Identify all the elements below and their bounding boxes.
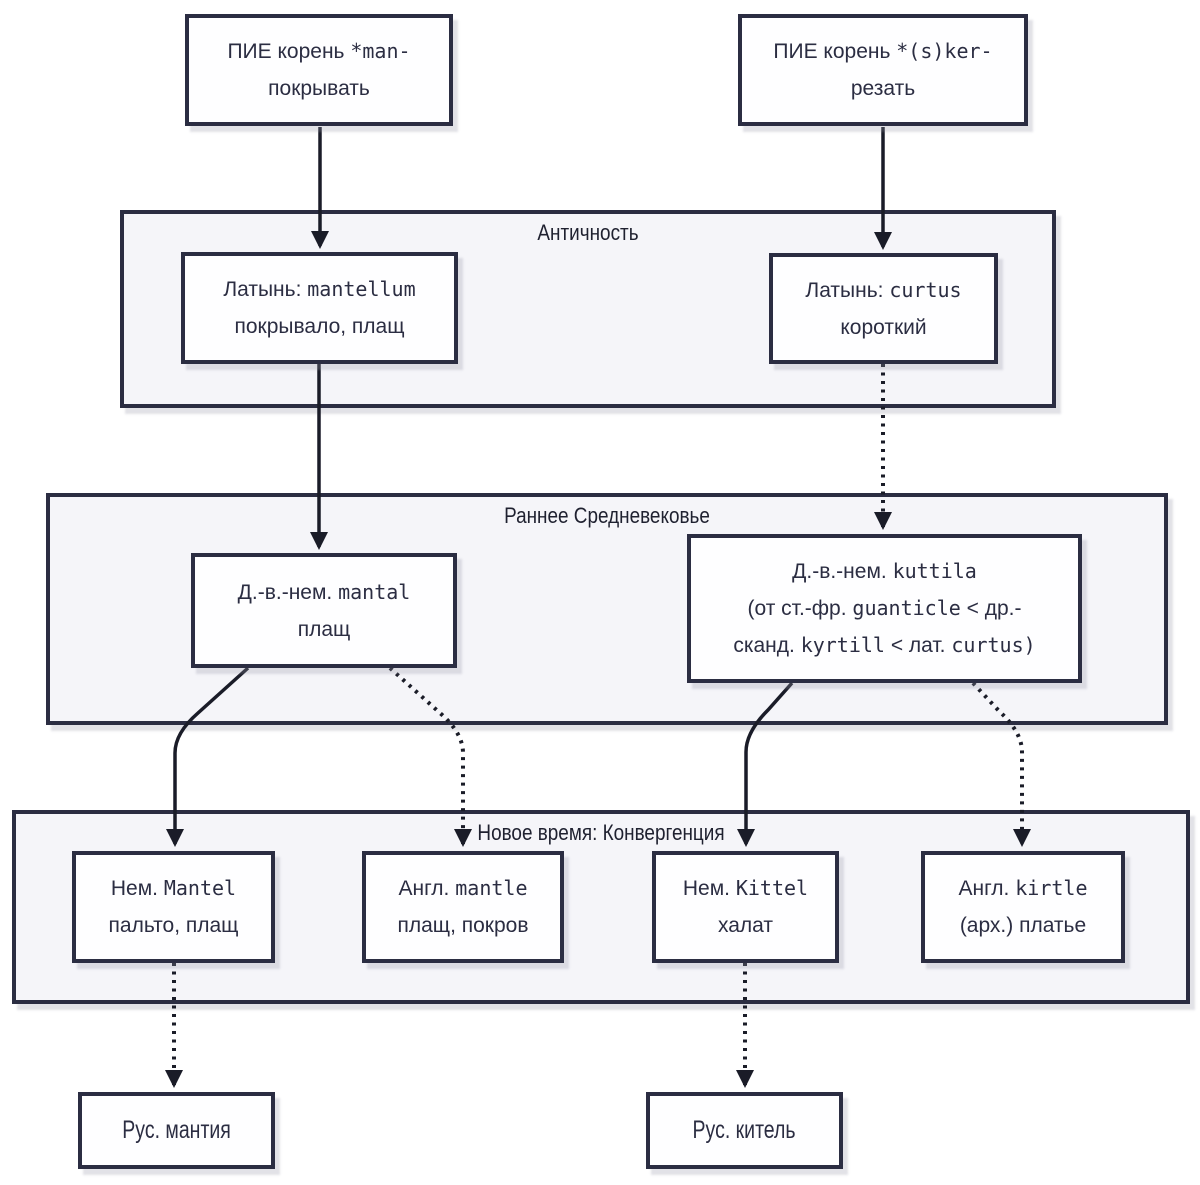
node-pie-man: ПИЕ корень *man- покрывать: [185, 14, 453, 126]
node-line: Нем. Mantel: [110, 876, 237, 900]
node-line: Д.-в.-нем. kuttila: [792, 559, 977, 583]
node-line: Англ. kirtle: [958, 876, 1088, 900]
node-ru-mantiya: Рус. мантия: [78, 1092, 275, 1169]
node-de-mantel: Нем. Mantel пальто, плащ: [72, 851, 275, 963]
node-line: сканд. kyrtill < лат. curtus): [733, 633, 1036, 657]
node-ru-kitel: Рус. китель: [646, 1092, 843, 1169]
node-en-mantle: Англ. mantle плащ, покров: [362, 851, 564, 963]
node-de-kittel: Нем. Kittel халат: [652, 851, 839, 963]
node-ohg-mantal: Д.-в.-нем. mantal плащ: [191, 553, 457, 668]
node-line: ПИЕ корень *man-: [227, 39, 411, 63]
node-line: халат: [717, 914, 774, 937]
node-lat-mantellum: Латынь: mantellum покрывало, плащ: [181, 252, 458, 364]
node-line: покрывало, плащ: [234, 315, 405, 338]
group-modern-label: Новое время: Конвергенция: [477, 820, 725, 845]
node-line: Латынь: curtus: [805, 277, 962, 302]
group-antiquity-label: Античность: [537, 220, 639, 245]
node-lat-curtus: Латынь: curtus короткий: [769, 253, 998, 364]
node-line: (от ст.-фр. guanticle < др.-: [747, 596, 1022, 620]
node-line: пальто, плащ: [108, 914, 239, 937]
node-line: Англ. mantle: [398, 876, 528, 900]
node-line: плащ, покров: [397, 914, 529, 937]
node-line: Д.-в.-нем. mantal: [237, 579, 411, 604]
node-line: покрывать: [268, 77, 370, 100]
node-line: ПИЕ корень *(s)ker-: [773, 39, 993, 63]
node-line: Рус. китель: [692, 1116, 796, 1144]
node-line: (арх.) платье: [959, 914, 1087, 937]
node-line: Нем. Kittel: [682, 876, 809, 900]
node-line: резать: [850, 77, 916, 100]
node-line: Рус. мантия: [122, 1116, 231, 1144]
node-line: короткий: [840, 315, 927, 339]
node-line: Латынь: mantellum: [223, 277, 416, 301]
node-ohg-kuttila: Д.-в.-нем. kuttila (от ст.-фр. guanticle…: [687, 534, 1082, 683]
node-line: плащ: [297, 617, 351, 641]
node-pie-sker: ПИЕ корень *(s)ker- резать: [738, 14, 1028, 126]
group-early-medieval-label: Раннее Средневековье: [504, 503, 710, 528]
node-en-kirtle: Англ. kirtle (арх.) платье: [921, 851, 1125, 963]
